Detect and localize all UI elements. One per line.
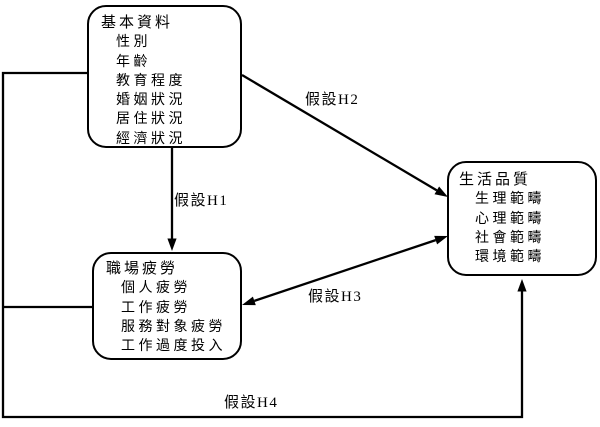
- arrow-h3: [242, 235, 448, 306]
- basic-info-item: 居住狀況: [116, 112, 186, 128]
- arrow-h4-path: [1, 71, 524, 419]
- workplace-fatigue-item: 工作過度投入: [121, 339, 226, 355]
- arrow-h3-line: [253, 239, 437, 302]
- arrow-h1-head-icon: [167, 238, 177, 251]
- quality-of-life-title: 生活品質: [459, 172, 532, 188]
- quality-of-life-item: 環境範疇: [475, 250, 545, 266]
- arrow-h1: [167, 148, 177, 251]
- arrow-h2: [241, 74, 448, 197]
- workplace-fatigue-item: 個人疲勞: [121, 281, 191, 297]
- quality-of-life-item: 生理範疇: [475, 192, 545, 208]
- quality-of-life-item: 心理範疇: [475, 211, 545, 227]
- arrow-h2-head-icon: [434, 186, 448, 197]
- hypothesis-label-h3: 假設H3: [308, 289, 363, 305]
- hypothesis-label-h1: 假設H1: [174, 193, 229, 209]
- node-basic-info: 基本資料 性別 年齡 教育程度 婚姻狀況 居住狀況 經濟狀況: [87, 5, 242, 148]
- basic-info-item: 年齡: [116, 54, 151, 70]
- basic-info-item: 性別: [116, 35, 151, 51]
- arrow-h3-head-right-icon: [434, 235, 448, 245]
- arrow-h4: [1, 71, 527, 419]
- basic-info-item: 經濟狀況: [116, 131, 186, 147]
- arrow-h4-head-icon: [517, 279, 527, 292]
- arrow-h2-line: [241, 74, 438, 192]
- basic-info-title: 基本資料: [101, 15, 174, 31]
- workplace-fatigue-title: 職場疲勞: [106, 261, 179, 277]
- hypothesis-label-h2: 假設H2: [305, 92, 360, 108]
- node-quality-of-life: 生活品質 生理範疇 心理範疇 社會範疇 環境範疇: [447, 161, 597, 276]
- basic-info-item: 教育程度: [116, 73, 186, 89]
- basic-info-item: 婚姻狀況: [116, 93, 186, 109]
- arrow-h3-head-left-icon: [242, 296, 256, 306]
- quality-of-life-item: 社會範疇: [475, 230, 545, 246]
- node-workplace-fatigue: 職場疲勞 個人疲勞 工作疲勞 服務對象疲勞 工作過度投入: [92, 252, 242, 360]
- workplace-fatigue-item: 工作疲勞: [121, 300, 191, 316]
- hypothesis-label-h4: 假設H4: [224, 395, 279, 411]
- workplace-fatigue-item: 服務對象疲勞: [121, 319, 226, 335]
